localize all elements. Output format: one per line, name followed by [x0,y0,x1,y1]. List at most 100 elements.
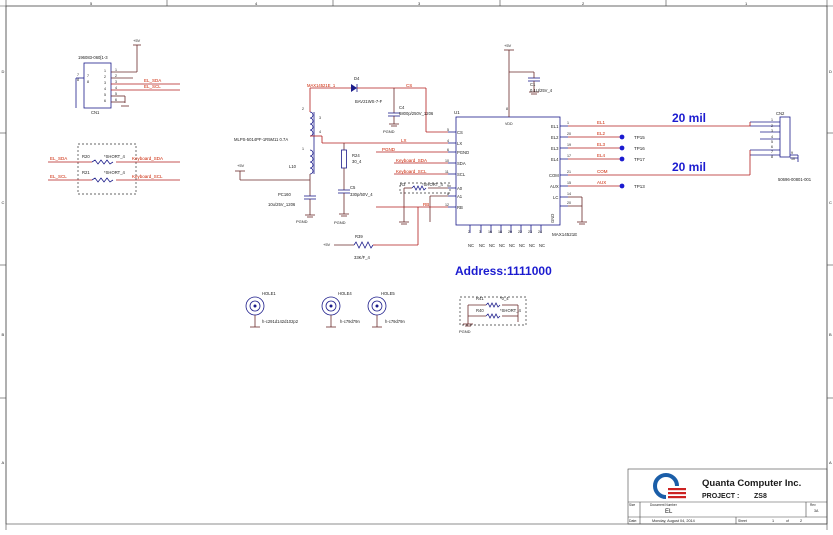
u1-pin-cs: CS [457,130,463,135]
annotations: 20 mil 20 mil Address:1111000 [455,111,706,278]
cn2-ref: CN2 [776,111,785,116]
cn1-net-el-scl: EL_SCL [144,84,161,89]
u1-pin-num-lc: 14 [567,192,571,196]
date-value: Monday, August 04, 2014 [652,519,695,523]
u1-bottom-nc-8: NC [539,243,545,248]
u1-bottom-num-8: 24 [538,230,542,234]
u1-pin-num-el3: 19 [567,143,571,147]
u1-pin-num-scl: 11 [445,170,449,174]
u1-bottom-num-5: 20 [508,230,512,234]
c4-ref: C4 [399,105,405,110]
u1-pin-num-cs: 5 [447,128,449,132]
r40-ref: R40 [476,308,484,313]
u1-pin-num-pgnd: 6 [447,148,449,152]
u1-pin-aux: AUX [550,184,559,189]
of-label: of [786,519,789,523]
u1-bottom-num-3: 16 [488,230,492,234]
u1-left-nets: LX PGND Keyboard_SDA Keyboard_SCL R3 *SH… [376,138,451,246]
hole5-value: h-c79d79n [385,319,405,324]
net-el1: EL1 [597,120,606,125]
border-row-c-left: C [2,200,5,205]
l10-part: MLPS-5014PF-1R5M11 0.7A [234,137,288,142]
border-col-4: 4 [255,1,258,6]
mounting-holes: HOLE1 h-c291d142d102p2 HOLE4 h-c79d79n H… [245,291,405,328]
pc160-ref: PC160 [278,192,291,197]
u1-pin-com: COM [549,173,559,178]
jumper-block: R20 *SHORT_4 EL_SDA Keyboard_SDA R21 *SH… [48,143,180,195]
i2c-address-label: Address:1111000 [455,264,552,278]
u1-pin-scl: SCL [457,172,466,177]
resistor-r39: +5V R39 33K/F_4 [323,234,376,260]
cn2-pin-4: 4 [771,135,773,139]
r20-right-net: Keyboard_SDA [132,156,163,161]
sheet-number: 1 [772,519,774,523]
connector-cn1: 196083-060[1-3 CN1 7 8 7 8 1 2 3 4 5 6 1… [75,38,180,115]
cn1-net-el-sda: EL_SDA [144,78,161,83]
u1-vdd: VDD [505,122,513,126]
r41-value: *0_4 [500,296,509,301]
hole5: HOLE5 h-c79d79n [367,291,405,328]
u1-bottom-nc-6: NC [519,243,525,248]
pc160-gnd: PGND [296,219,308,224]
u1-pin-lx: LX [457,141,462,146]
trace-width-label-1: 20 mil [672,111,706,125]
net-pgnd: PGND [382,147,396,152]
net-keyboard-sda: Keyboard_SDA [396,158,427,163]
r21-value: *SHORT_4 [104,170,126,175]
cn1-left-pin-7: 7 [77,73,79,77]
u1-pin-el4: EL4 [551,157,559,162]
cn2-pin-9: 9 [791,151,793,155]
cn1-inner-pin-7: 7 [87,74,89,78]
date-label: Date: [629,519,637,523]
r3-ref: R3 [400,182,406,187]
d4-net-right: CS [406,83,412,88]
net-aux: AUX [597,180,606,185]
tp17-label: TP17 [634,157,645,162]
c5-ref: C5 [350,185,356,190]
size-label: Size [629,503,635,507]
l10-pin-3: 3 [319,116,321,120]
net-el3: EL3 [597,142,606,147]
c5-gnd: PGND [334,220,346,225]
cn2-pin-8: 8 [771,155,773,159]
net-rb: RB [423,202,429,207]
sheet-total: 2 [800,519,802,523]
cn1-pin-2-right: 2 [115,74,117,78]
u1-ref: U1 [454,110,460,115]
d4-ref: D4 [354,76,360,81]
r21-ref: R21 [82,170,90,175]
r20-value: *SHORT_4 [104,154,126,159]
cn2-pin-1: 1 [771,118,773,122]
pc160-value: 10u/25V_1206 [268,202,296,207]
r20-ref: R20 [82,154,90,159]
u1-bottom-pins: 2 3 16 18 20 22 23 24 NC NC NC NC NC NC … [468,225,545,248]
u1-pin-num-el2: 20 [567,132,571,136]
u1-pin-num-lx: 4 [447,139,449,143]
cn2-pin-3: 3 [771,129,773,133]
u1-pin-num-aux: 15 [567,181,571,185]
u1-part: MAX14521E [552,232,577,237]
cn2-pin-10: 10 [791,157,795,161]
border-col-5: 5 [90,1,93,6]
title-block: Quanta Computer Inc. PROJECT : ZS8 Size … [627,468,828,525]
net-keyboard-scl: Keyboard_SCL [396,169,427,174]
u1-pin-lc: LC [553,195,558,200]
l10-ref: L10 [289,164,297,169]
cn1-inner-pin-8: 8 [87,80,89,84]
c1-ref: C1 [530,82,536,87]
cn1-pin-1-right: 1 [115,68,117,72]
u1-pin-sda: SDA [457,161,466,166]
hole4-ref: HOLE4 [338,291,352,296]
cn1-pin-5-right: 5 [115,92,117,96]
tp13-label: TP13 [634,184,645,189]
u1-pin-el2: EL2 [551,135,559,140]
snubber-r24-c5: R24 30_4 C5 330p/50V_4 PGND [334,143,373,225]
trace-width-label-2: 20 mil [672,160,706,174]
cn1-pin-5: 5 [104,93,106,97]
r39-value: 33K/F_4 [354,255,371,260]
cn2-pin-7: 7 [771,150,773,154]
r20-left-net: EL_SDA [50,156,67,161]
connector-cn2: CN2 1 2 3 4 5 6 7 8 9 10 50696-00801-001 [749,111,812,182]
